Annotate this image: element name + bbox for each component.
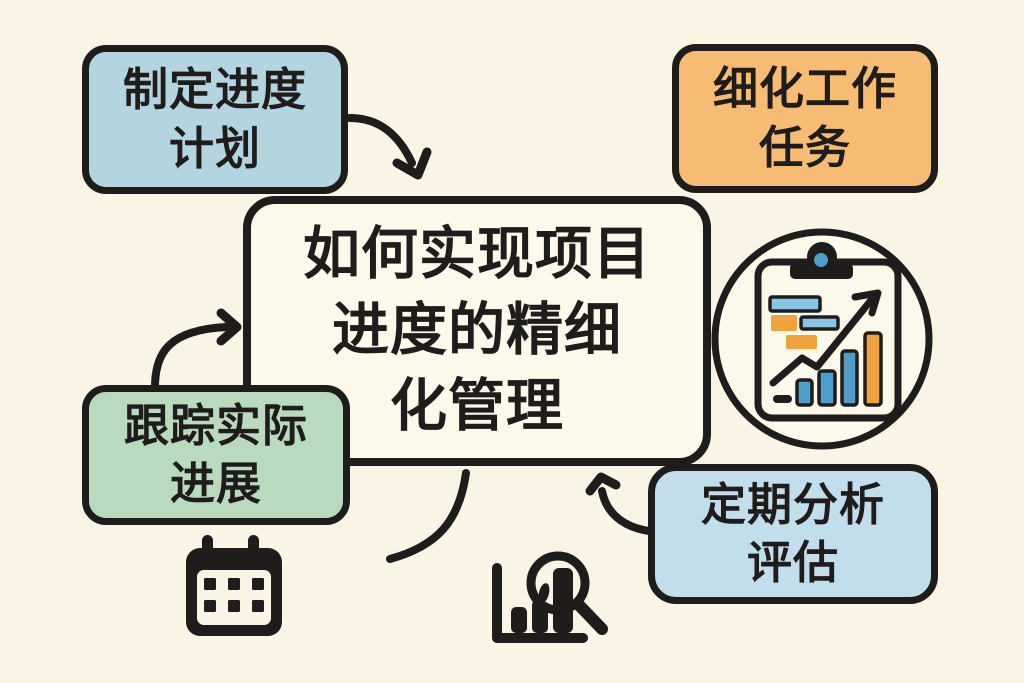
branch-node-plan: 制定进度 计划 xyxy=(82,45,348,194)
clipboard-chart-icon xyxy=(706,223,938,455)
branch-label-line: 进展 xyxy=(169,458,262,509)
central-topic-line: 进度的精细 xyxy=(332,298,622,363)
branch-node-refine: 细化工作 任务 xyxy=(672,44,938,193)
branch-label-line: 任务 xyxy=(758,121,851,173)
arrow-track-to-central xyxy=(151,308,242,391)
arrow-review-to-central xyxy=(585,472,653,535)
branch-label-line: 细化工作 xyxy=(712,63,897,114)
central-topic-line: 如何实现项目 xyxy=(303,222,651,287)
branch-label-line: 定期分析 xyxy=(700,478,885,530)
curve-central-to-magnifier xyxy=(386,469,470,563)
branch-node-review: 定期分析 评估 xyxy=(648,464,938,604)
branch-label-line: 跟踪实际 xyxy=(123,399,308,451)
branch-label-line: 制定进度 xyxy=(122,64,307,115)
branch-label-line: 计划 xyxy=(168,122,261,174)
central-topic-line: 化管理 xyxy=(390,373,564,438)
chart-magnifier-icon xyxy=(478,545,618,655)
branch-node-track: 跟踪实际 进展 xyxy=(82,385,350,525)
calendar-icon xyxy=(178,530,288,640)
arrow-plan-to-central xyxy=(346,114,432,180)
central-topic-node: 如何实现项目 进度的精细 化管理 xyxy=(243,196,711,466)
branch-label-line: 评估 xyxy=(746,537,839,588)
